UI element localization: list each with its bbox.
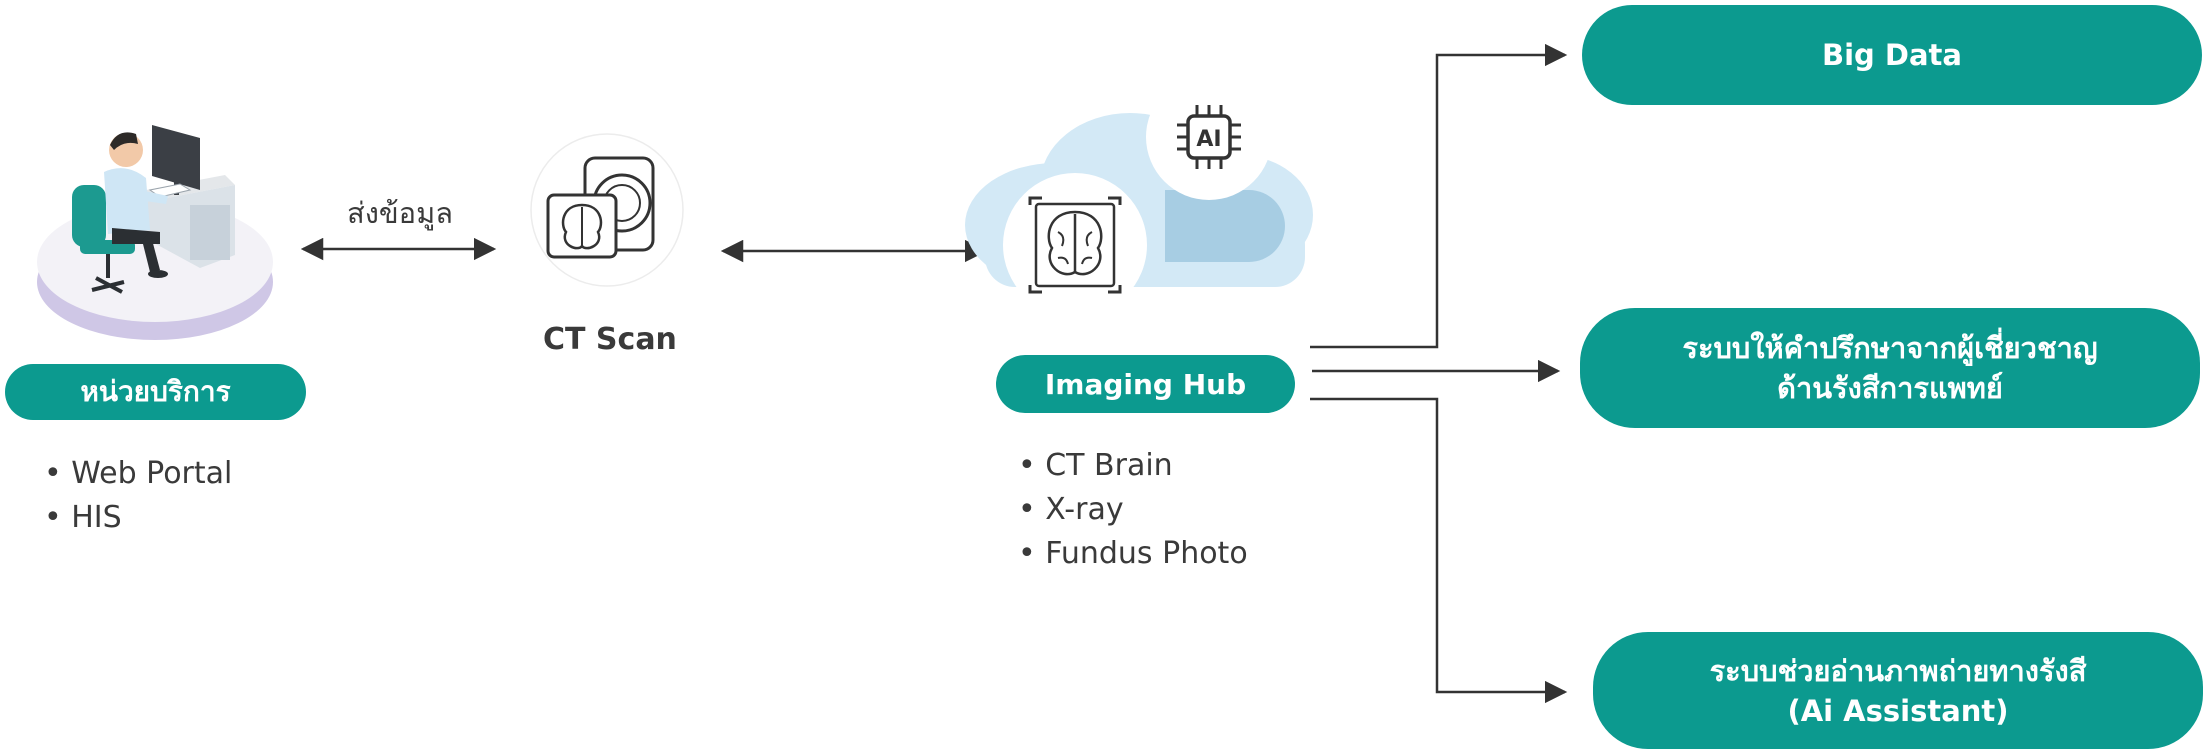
- service-unit-list: Web Portal HIS: [44, 452, 232, 540]
- send-data-label: ส่งข้อมูล: [347, 196, 453, 230]
- consult-box: ระบบให้คำปรึกษาจากผู้เชี่ยวชาญ ด้านรังสี…: [1580, 308, 2200, 428]
- ai-chip-label: AI: [1196, 127, 1221, 152]
- doctor-workstation-icon: [37, 125, 273, 340]
- list-item: Fundus Photo: [1018, 532, 1247, 576]
- list-item: X-ray: [1018, 488, 1248, 532]
- list-item: Web Portal: [44, 452, 232, 496]
- assistant-box: ระบบช่วยอ่านภาพถ่ายทางรังสี (Ai Assistan…: [1593, 632, 2203, 749]
- imaging-hub-list: CT Brain X-ray Fundus Photo: [1018, 444, 1248, 576]
- hub-to-assistant-arrow: [1310, 397, 1568, 704]
- hub-to-bigdata-arrow: [1310, 43, 1568, 349]
- imaging-hub-label: Imaging Hub: [1044, 367, 1247, 401]
- service-unit-pill: หน่วยบริการ: [5, 364, 306, 420]
- assistant-line1: ระบบช่วยอ่านภาพถ่ายทางรังสี: [1709, 653, 2087, 688]
- big-data-label: Big Data: [1822, 38, 1962, 72]
- consult-line1: ระบบให้คำปรึกษาจากผู้เชี่ยวชาญ: [1682, 331, 2098, 365]
- brain-scan-icon: [1003, 173, 1147, 317]
- consult-line2: ด้านรังสีการแพทย์: [1777, 371, 2003, 405]
- list-item: HIS: [44, 496, 232, 540]
- service-unit-label: หน่วยบริการ: [80, 375, 231, 408]
- ct-scan-label: CT Scan: [543, 322, 677, 357]
- assistant-line2: (Ai Assistant): [1787, 693, 2009, 728]
- imaging-hub-pill: Imaging Hub: [996, 355, 1295, 413]
- big-data-box: Big Data: [1582, 5, 2202, 105]
- ai-chip-icon: AI: [1146, 74, 1272, 200]
- list-item: CT Brain: [1018, 444, 1248, 488]
- ct-scanner-icon: [530, 133, 684, 287]
